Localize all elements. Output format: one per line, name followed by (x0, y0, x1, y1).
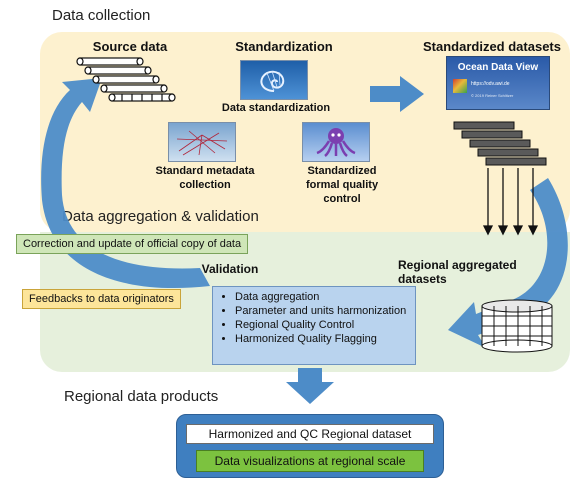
label-standardized-datasets: Standardized datasets (423, 39, 561, 54)
standardized-datasets-stack-icon (453, 121, 547, 166)
validation-step: Data aggregation (235, 290, 409, 304)
octopus-icon (316, 128, 356, 157)
correction-box: Correction and update of official copy o… (16, 234, 249, 254)
section-title-aggregation: Data aggregation & validation (62, 208, 259, 225)
label-standardized-qc: Standardized formal quality control (305, 165, 379, 205)
harmonized-dataset-box: Harmonized and QC Regional dataset (186, 424, 434, 444)
feedbacks-box: Feedbacks to data originators (22, 289, 181, 309)
odv-url: https://odv.awi.de (471, 81, 510, 87)
validation-step: Parameter and units harmonization (235, 304, 409, 318)
label-validation: Validation (201, 262, 259, 276)
odv-credit: © 2019 Reiner Schlitzer (471, 93, 514, 98)
section-title-collection: Data collection (52, 7, 151, 24)
label-source-data: Source data (92, 39, 168, 54)
label-standard-metadata: Standard metadata collection (155, 165, 255, 191)
odv-title: Ocean Data View (457, 62, 539, 73)
section-title-products: Regional data products (64, 388, 219, 405)
products-arrow (286, 368, 334, 404)
regional-datasets-cylinder-icon (481, 299, 553, 353)
validation-steps-box: Data aggregation Parameter and units har… (212, 286, 416, 365)
validation-step: Harmonized Quality Flagging (235, 332, 409, 346)
validation-step: Regional Quality Control (235, 318, 409, 332)
nautilus-shell-icon (260, 70, 285, 92)
label-standardization: Standardization (235, 39, 333, 54)
metadata-thumbnail (168, 122, 236, 162)
ocean-data-view-thumbnail: Ocean Data View https://odv.awi.de © 201… (446, 56, 550, 110)
network-graph-icon (176, 130, 228, 156)
odv-map-icon (453, 79, 467, 93)
validation-steps-list: Data aggregation Parameter and units har… (217, 290, 409, 346)
label-regional-aggregated: Regional aggregated datasets (398, 258, 517, 286)
down-arrows-group (482, 168, 539, 236)
standardization-thumbnail (240, 60, 308, 100)
standardization-arrow (370, 76, 424, 112)
visualizations-box: Data visualizations at regional scale (196, 450, 424, 472)
qc-thumbnail (302, 122, 370, 162)
source-data-stack-icon (76, 57, 176, 102)
label-data-standardization: Data standardization (221, 102, 331, 114)
